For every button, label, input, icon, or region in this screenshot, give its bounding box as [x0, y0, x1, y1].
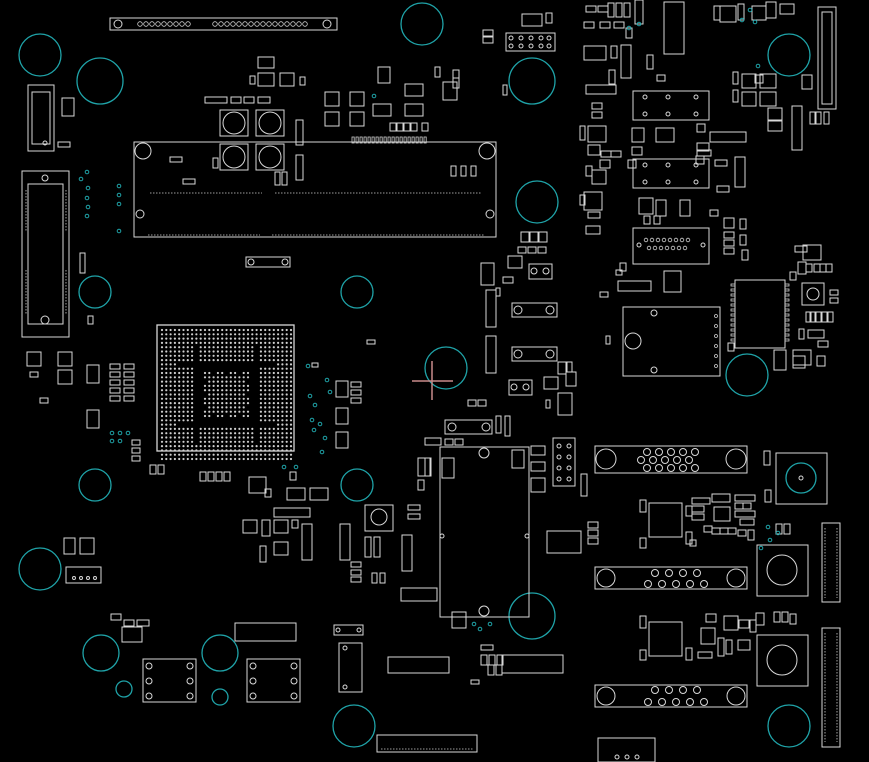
relay-footprint[interactable]: [142, 658, 197, 703]
relay-footprint[interactable]: [246, 658, 301, 703]
bottom-connector[interactable]: [597, 737, 656, 762]
mounting-hole: [508, 57, 556, 105]
ic-chip[interactable]: [730, 279, 790, 349]
mounting-hole: [340, 468, 374, 502]
memory-slot-footprint[interactable]: [133, 141, 497, 238]
misc-components: [121, 1, 825, 693]
right-top-connector[interactable]: [817, 6, 837, 110]
mounting-hole: [78, 275, 112, 309]
ic-block[interactable]: [632, 90, 710, 121]
mounting-hole: [78, 468, 112, 502]
mounting-hole: [767, 704, 811, 748]
mounting-hole: [18, 33, 62, 77]
mounting-hole: [515, 180, 559, 224]
mounting-hole: [332, 704, 376, 748]
bottom-connector[interactable]: [376, 734, 478, 753]
push-button[interactable]: [756, 544, 809, 597]
right-mid-connector[interactable]: [821, 522, 841, 603]
module-footprint[interactable]: [439, 446, 530, 618]
push-button[interactable]: [756, 634, 809, 687]
mounting-hole: [211, 688, 229, 706]
mounting-hole: [767, 33, 811, 77]
mounting-hole: [82, 634, 120, 672]
mounting-hole: [18, 547, 62, 591]
long-connector[interactable]: [594, 684, 748, 708]
left-vertical-connector[interactable]: [21, 170, 70, 338]
mounting-hole: [115, 680, 133, 698]
smd-components: [26, 0, 839, 685]
magnetics-module[interactable]: [622, 306, 721, 377]
top-header-connector[interactable]: [109, 17, 338, 31]
bga-processor-footprint[interactable]: [156, 324, 295, 461]
push-button[interactable]: [775, 452, 828, 505]
mounting-hole: [340, 275, 374, 309]
vias: [78, 7, 781, 632]
mounting-hole: [424, 346, 468, 390]
inductors: [219, 109, 285, 171]
mounting-hole: [400, 2, 444, 46]
mounting-hole: [725, 353, 769, 397]
dsub-connector[interactable]: [594, 445, 748, 474]
mounting-hole: [508, 592, 556, 640]
cursor-crosshair: [412, 361, 453, 400]
left-small-connector[interactable]: [27, 84, 55, 152]
mounting-hole: [201, 634, 239, 672]
mounting-hole: [76, 57, 124, 105]
small-connector[interactable]: [65, 566, 564, 674]
right-bottom-connector[interactable]: [821, 627, 841, 748]
ic-block[interactable]: [632, 158, 710, 189]
ic-block[interactable]: [632, 227, 710, 265]
long-connector[interactable]: [594, 566, 748, 590]
mounting-holes: [18, 2, 811, 748]
